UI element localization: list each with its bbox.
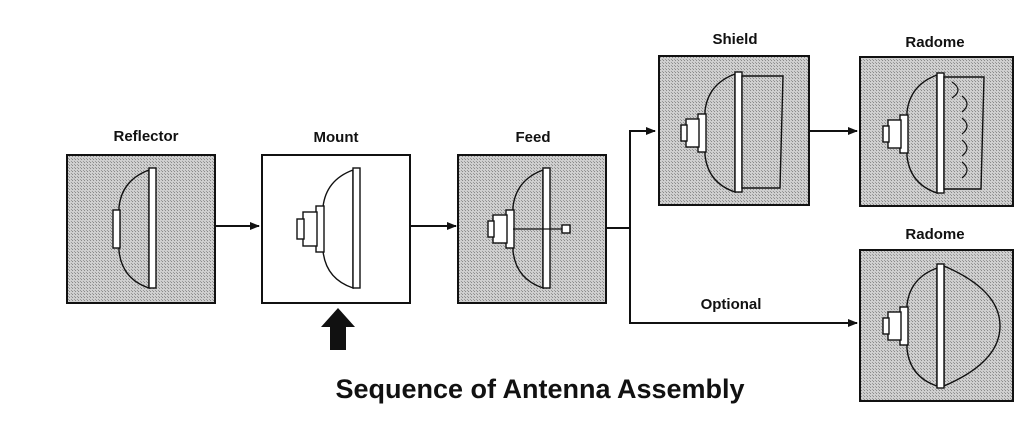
stage-box-shield bbox=[658, 55, 810, 206]
stage-box-reflector bbox=[66, 154, 216, 304]
shield-dish-icon bbox=[680, 71, 784, 193]
branch-connector bbox=[606, 127, 858, 327]
stage-box-radome-top bbox=[859, 56, 1014, 207]
stage-label-feed: Feed bbox=[515, 129, 550, 146]
up-arrow-icon bbox=[321, 308, 355, 350]
arrow-feed-to-radome-optional bbox=[629, 228, 858, 327]
stage-label-reflector: Reflector bbox=[113, 128, 178, 145]
stage-box-mount bbox=[261, 154, 411, 304]
radome-dome-dish-icon bbox=[882, 263, 1001, 389]
stage-label-shield: Shield bbox=[712, 31, 757, 48]
mount-dish-icon bbox=[296, 167, 361, 289]
diagram-caption: Sequence of Antenna Assembly bbox=[335, 374, 744, 404]
branch-label-optional: Optional bbox=[701, 296, 762, 313]
arrow-feed-to-shield bbox=[606, 127, 656, 229]
stage-box-feed bbox=[457, 154, 607, 304]
feed-dish-icon bbox=[487, 167, 571, 289]
radome-shielded-dish-icon bbox=[882, 72, 985, 194]
stage-label-mount: Mount bbox=[314, 129, 359, 146]
reflector-dish-icon bbox=[112, 167, 157, 289]
stage-label-radome-top: Radome bbox=[905, 34, 964, 51]
stage-box-radome-bottom bbox=[859, 249, 1014, 402]
stage-label-radome-bottom: Radome bbox=[905, 226, 964, 243]
